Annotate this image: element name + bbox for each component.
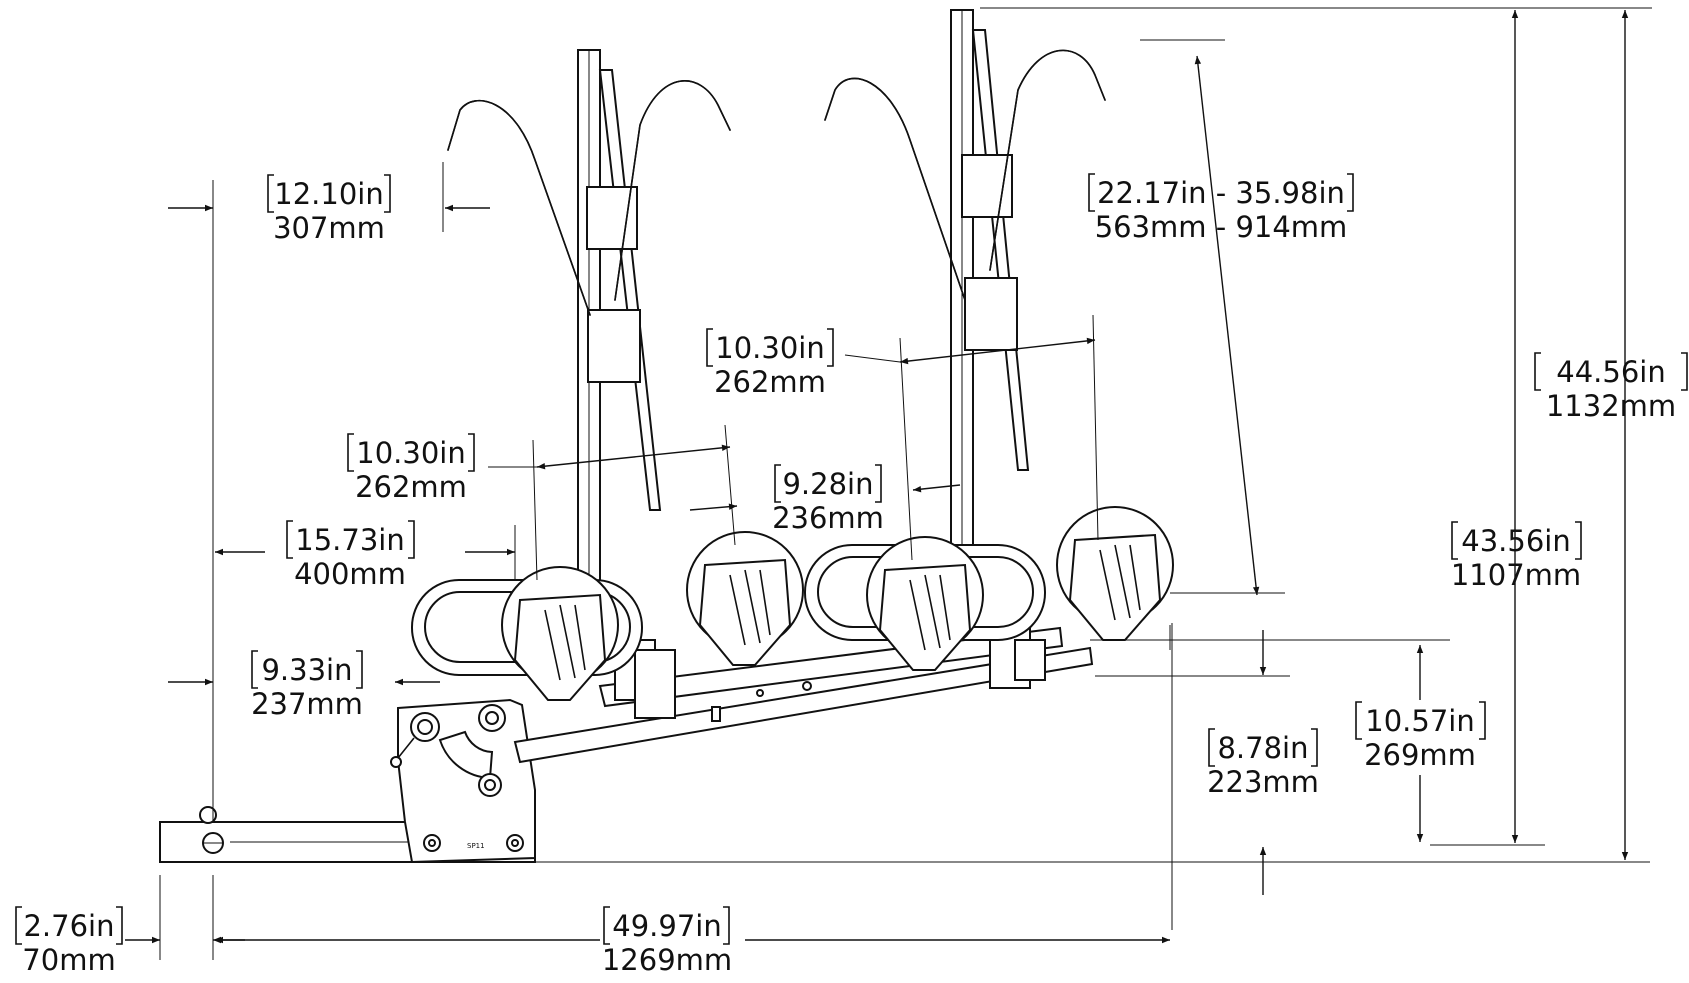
dim-cradle-gap: 9.28in 236mm	[772, 464, 884, 535]
dim-mast-height: 22.17in - 35.98in 563mm - 914mm	[1088, 173, 1354, 244]
dim-tray-rise-mm: 223mm	[1207, 765, 1319, 799]
dim-overall-height-mm: 1132mm	[1546, 389, 1676, 423]
bike-rack-drawing: SP11	[159, 9, 1174, 864]
pivot-bracket: SP11	[390, 698, 536, 864]
dimension-labels: 12.10in 307mm 22.17in - 35.98in 563mm - …	[15, 173, 1688, 977]
wheel-cradles	[501, 506, 1174, 701]
dim-pivot-offset-mm: 237mm	[251, 687, 363, 721]
dim-top-cradle-height: 43.56in 1107mm	[1451, 521, 1582, 592]
dim-cradle-spacing-right-mm: 262mm	[714, 365, 826, 399]
dim-tray-height-in: 10.57in	[1365, 704, 1474, 738]
dim-tray-height-mm: 269mm	[1364, 738, 1476, 772]
hook-arms	[447, 49, 1106, 316]
dim-first-cradle-in: 15.73in	[295, 523, 404, 557]
dim-hook-offset: 12.10in 307mm	[267, 174, 391, 245]
dim-mast-height-in: 22.17in - 35.98in	[1097, 176, 1345, 210]
dim-overall-height-in: 44.56in	[1556, 355, 1665, 389]
dim-first-cradle: 15.73in 400mm	[286, 520, 415, 591]
dim-hook-offset-mm: 307mm	[273, 211, 385, 245]
dim-top-cradle-height-mm: 1107mm	[1451, 558, 1581, 592]
dim-cradle-spacing-left: 10.30in 262mm	[347, 433, 475, 504]
dim-first-cradle-mm: 400mm	[294, 557, 406, 591]
dimension-lines	[125, 7, 1652, 960]
dim-mast-height-mm: 563mm - 914mm	[1095, 210, 1348, 244]
model-stamp: SP11	[467, 842, 485, 850]
dim-pivot-offset-in: 9.33in	[261, 653, 352, 687]
dim-overall-length-mm: 1269mm	[602, 943, 732, 977]
dim-cradle-spacing-right-in: 10.30in	[715, 331, 824, 365]
dim-cradle-spacing-left-in: 10.30in	[356, 436, 465, 470]
dim-top-cradle-height-in: 43.56in	[1461, 524, 1570, 558]
dim-tray-rise-in: 8.78in	[1217, 731, 1308, 765]
dim-cradle-spacing-left-mm: 262mm	[355, 470, 467, 504]
dim-cradle-gap-in: 9.28in	[782, 467, 873, 501]
mast-left	[577, 49, 676, 719]
dim-tray-height: 10.57in 269mm	[1355, 701, 1486, 772]
dim-hook-offset-in: 12.10in	[274, 177, 383, 211]
dim-overall-length-in: 49.97in	[612, 909, 721, 943]
dim-overall-height: 44.56in 1132mm	[1534, 352, 1688, 423]
dim-pin-offset-mm: 70mm	[22, 943, 115, 977]
dim-cradle-gap-mm: 236mm	[772, 501, 884, 535]
dim-overall-length: 49.97in 1269mm	[602, 906, 732, 977]
dim-pin-offset-in: 2.76in	[23, 909, 114, 943]
dim-pin-offset: 2.76in 70mm	[15, 906, 123, 977]
dim-tray-rise: 8.78in 223mm	[1207, 728, 1319, 799]
dim-cradle-spacing-right: 10.30in 262mm	[706, 328, 834, 399]
dim-pivot-offset: 9.33in 237mm	[251, 650, 363, 721]
